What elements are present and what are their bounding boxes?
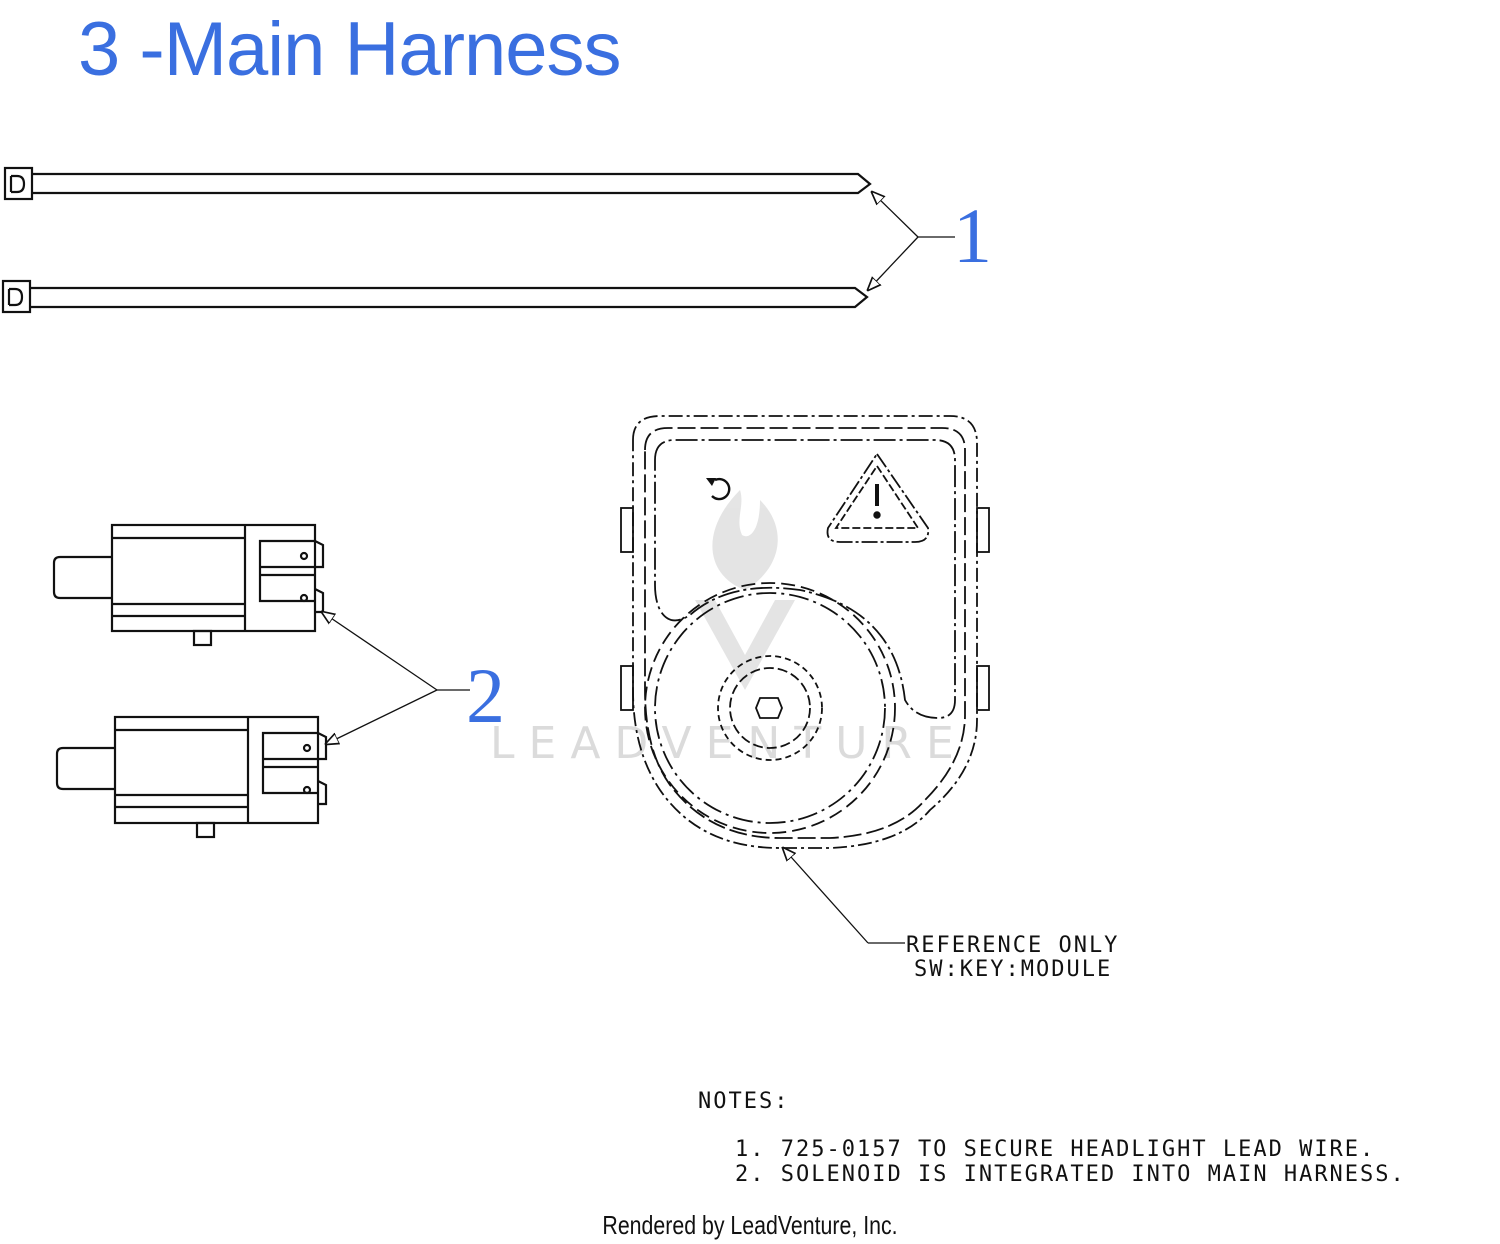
key-switch-module: [620, 415, 990, 849]
callout-1: 1: [953, 192, 992, 279]
reference-label-line2: SW:KEY:MODULE: [914, 957, 1112, 982]
watermark-text: LEADVENTURE: [490, 718, 968, 769]
callout-2: 2: [466, 652, 505, 739]
cable-tie-lower: [1, 279, 869, 314]
notes-heading: NOTES:: [698, 1089, 789, 1114]
cable-tie-upper: [3, 166, 872, 201]
note-item-1: 1. 725-0157 TO SECURE HEADLIGHT LEAD WIR…: [735, 1137, 1375, 1162]
leadventure-watermark: LEADVENTURE: [490, 490, 968, 769]
reference-label-line1: REFERENCE ONLY: [906, 933, 1119, 958]
note-item-2: 2. SOLENOID IS INTEGRATED INTO MAIN HARN…: [735, 1162, 1406, 1187]
page-title: 3 -Main Harness: [78, 7, 622, 92]
callout-2-leader: [322, 612, 470, 744]
reference-leader: [783, 848, 905, 944]
callout-1-leader: [868, 192, 955, 290]
connector-lower: [55, 715, 328, 839]
connector-upper: [52, 523, 325, 647]
footer-credit: Rendered by LeadVenture, Inc.: [602, 1210, 898, 1240]
